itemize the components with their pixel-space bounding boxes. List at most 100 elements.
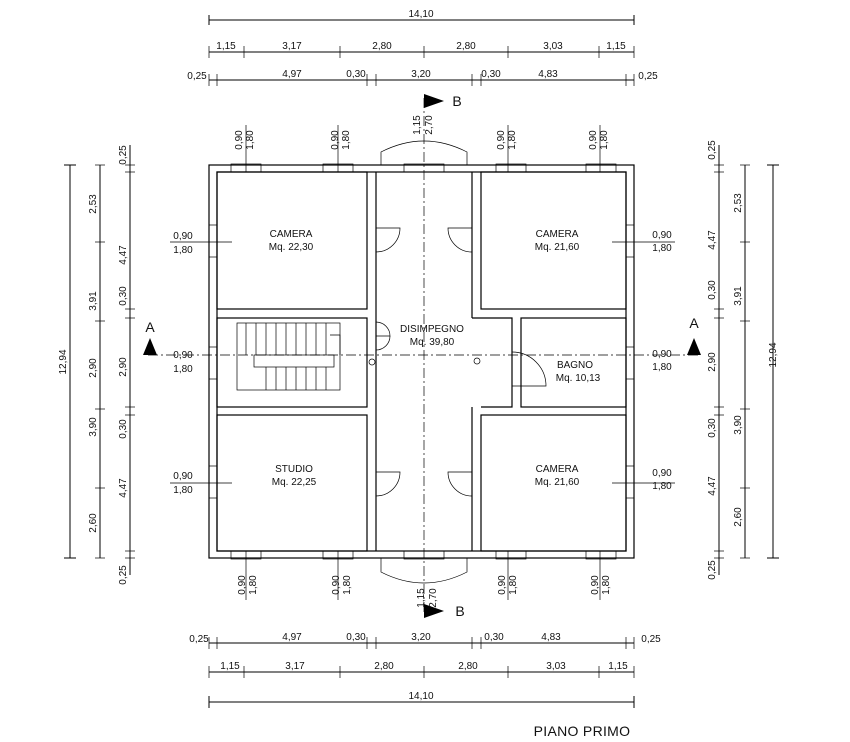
dim-top-a-4: 3,03	[543, 41, 563, 52]
win-left-2-h: 1,80	[173, 364, 193, 375]
dim-bot-a-1: 3,17	[285, 661, 305, 672]
win-top-1-h: 1,80	[245, 130, 256, 150]
dim-total-width-bottom: 14,10	[408, 691, 433, 702]
dim-top-b-3: 3,20	[411, 69, 431, 80]
dim-left-7: 3,90	[88, 417, 99, 437]
room-labels: CAMERA Mq. 22,30 CAMERA Mq. 21,60 DISIMP…	[269, 229, 601, 488]
win-right-1-w: 0,90	[652, 230, 672, 241]
dim-bot-a-5: 1,15	[608, 661, 628, 672]
dim-right-0: 0,25	[707, 140, 718, 160]
staircase	[236, 322, 341, 391]
dim-bot-a-3: 2,80	[458, 661, 478, 672]
win-left-1-h: 1,80	[173, 245, 193, 256]
dim-bot-b-6: 0,25	[641, 634, 661, 645]
right-dimensions: 0,25 4,47 0,30 2,90 0,30 4,47 0,25 2,53 …	[707, 140, 779, 580]
dim-bot-a-0: 1,15	[220, 661, 240, 672]
ent-bot-w: 1,15	[416, 588, 427, 608]
win-right-3-w: 0,90	[652, 468, 672, 479]
dim-top-b-4: 0,30	[481, 69, 501, 80]
dim-top-b-1: 4,97	[282, 69, 302, 80]
room-name-disimpegno: DISIMPEGNO	[400, 324, 464, 335]
win-left-2-w: 0,90	[173, 350, 193, 361]
dim-total-height-left: 12,94	[58, 349, 69, 374]
win-top-4-h: 1,80	[599, 130, 610, 150]
section-label-b-bottom: B	[455, 603, 464, 619]
dim-bot-b-0: 0,25	[189, 634, 209, 645]
dim-top-b-5: 4,83	[538, 69, 558, 80]
win-bot-3-w: 0,90	[497, 575, 508, 595]
ent-top-w: 1,15	[412, 115, 423, 135]
section-arrow-a-right	[687, 338, 701, 355]
win-left-3-w: 0,90	[173, 471, 193, 482]
room-area-camera-ne: Mq. 21,60	[535, 242, 580, 253]
dim-left-1: 2,53	[88, 194, 99, 214]
ent-top-h: 2,70	[424, 115, 435, 135]
dim-left-8: 4,47	[118, 478, 129, 498]
win-top-1-w: 0,90	[234, 130, 245, 150]
dim-left-0: 0,25	[118, 145, 129, 165]
win-left-3-h: 1,80	[173, 485, 193, 496]
win-bot-4-w: 0,90	[590, 575, 601, 595]
dim-right-10: 0,25	[707, 560, 718, 580]
dim-bot-a-2: 2,80	[374, 661, 394, 672]
room-name-camera-se: CAMERA	[536, 464, 579, 475]
dim-bot-b-5: 4,83	[541, 632, 561, 643]
room-area-disimpegno: Mq. 39,80	[410, 337, 455, 348]
win-top-3-w: 0,90	[496, 130, 507, 150]
room-name-studio: STUDIO	[275, 464, 313, 475]
win-top-4-w: 0,90	[588, 130, 599, 150]
drawing-title: PIANO PRIMO	[534, 723, 631, 739]
section-arrow-b-top	[424, 94, 444, 108]
doors	[368, 227, 547, 497]
room-area-camera-nw: Mq. 22,30	[269, 242, 314, 253]
dim-left-4: 3,91	[88, 291, 99, 311]
dim-right-9: 2,60	[733, 507, 744, 527]
win-top-3-h: 1,80	[507, 130, 518, 150]
dim-left-10: 0,25	[118, 565, 129, 585]
win-top-2-h: 1,80	[341, 130, 352, 150]
dim-left-6: 0,30	[118, 419, 129, 439]
room-area-studio: Mq. 22,25	[272, 477, 317, 488]
dim-right-8: 4,47	[707, 476, 718, 496]
room-name-camera-ne: CAMERA	[536, 229, 579, 240]
win-bot-2-w: 0,90	[331, 575, 342, 595]
win-bot-4-h: 1,80	[601, 575, 612, 595]
win-right-2-h: 1,80	[652, 362, 672, 373]
dim-left-3: 0,30	[118, 286, 129, 306]
dim-top-a-5: 1,15	[606, 41, 626, 52]
dim-top-a-3: 2,80	[456, 41, 476, 52]
dim-top-a-2: 2,80	[372, 41, 392, 52]
dim-right-4: 3,91	[733, 286, 744, 306]
dim-top-b-0: 0,25	[187, 71, 207, 82]
win-bot-2-h: 1,80	[342, 575, 353, 595]
ent-bot-h: 2,70	[428, 588, 439, 608]
dim-right-5: 2,90	[707, 352, 718, 372]
dim-top-a-0: 1,15	[216, 41, 236, 52]
dim-total-width-top: 14,10	[408, 9, 433, 20]
dim-bot-b-2: 0,30	[346, 632, 366, 643]
dim-left-9: 2,60	[88, 513, 99, 533]
room-name-bagno: BAGNO	[557, 360, 593, 371]
win-top-2-w: 0,90	[330, 130, 341, 150]
win-right-2-w: 0,90	[652, 349, 672, 360]
dim-right-6: 0,30	[707, 418, 718, 438]
dim-left-2: 4,47	[118, 245, 129, 265]
dim-bot-b-3: 3,20	[411, 632, 431, 643]
dim-right-2: 4,47	[707, 230, 718, 250]
section-label-a-right: A	[689, 315, 699, 331]
win-left-1-w: 0,90	[173, 231, 193, 242]
left-dimensions: 12,94 2,53 3,91 2,90 3,90 2,60 0,25 4,47…	[58, 145, 135, 585]
section-arrow-b-bottom	[424, 604, 444, 618]
win-bot-3-h: 1,80	[508, 575, 519, 595]
dim-right-7: 3,90	[733, 415, 744, 435]
room-area-bagno: Mq. 10,13	[556, 373, 601, 384]
top-dimensions: 14,10 1,15 3,17 2,80 2,80 3,03 1,15 0,25…	[187, 9, 658, 86]
dim-right-1: 2,53	[733, 193, 744, 213]
bottom-dimensions: 0,25 4,97 0,30 3,20 0,30 4,83 0,25 1,15 …	[189, 632, 661, 708]
win-right-3-h: 1,80	[652, 481, 672, 492]
dim-left-5: 2,90	[88, 358, 99, 378]
dim-total-height-right: 12,94	[768, 342, 779, 367]
dim-bot-b-4: 0,30	[484, 632, 504, 643]
